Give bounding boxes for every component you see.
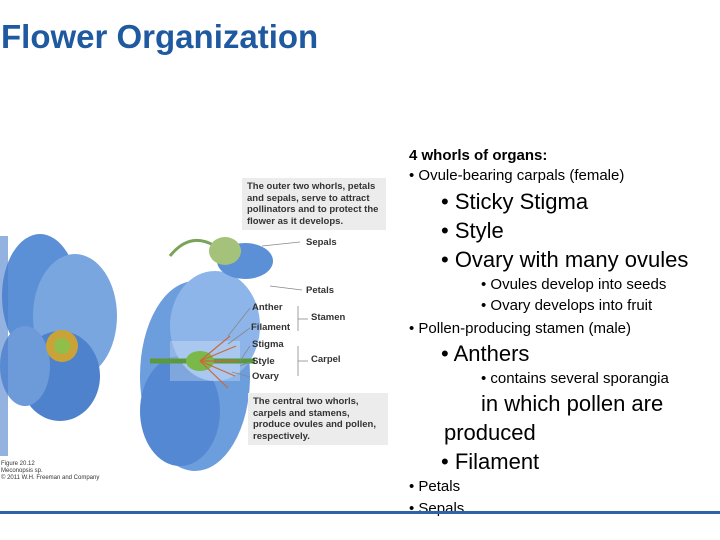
- bullet-carpals: • Ovule-bearing carpals (female): [409, 167, 625, 184]
- bullet-sporangia: • contains several sporangia: [481, 370, 669, 387]
- label-petals: Petals: [306, 285, 334, 296]
- bullet-stamen: • Pollen-producing stamen (male): [409, 320, 632, 337]
- bullet-petals: • Petals: [409, 478, 461, 495]
- bullet-ovules-seeds: • Ovules develop into seeds: [481, 276, 667, 293]
- label-filament: Filament: [251, 322, 291, 333]
- label-style: Style: [252, 356, 275, 367]
- label-sepals: Sepals: [306, 237, 337, 248]
- bullet-sporangia-cont: in which pollen are: [481, 391, 664, 416]
- figure-caption: Figure 20.12 Meconopsis sp. © 2011 W.H. …: [1, 461, 100, 481]
- whorls-heading: 4 whorls of organs:: [409, 147, 548, 164]
- flower-illustration: [0, 234, 308, 471]
- flower-bud: [168, 237, 273, 279]
- label-anther: Anther: [252, 302, 283, 313]
- bullet-style: • Style: [441, 218, 504, 243]
- bullet-anthers: • Anthers: [441, 341, 530, 366]
- label-carpel: Carpel: [311, 354, 341, 365]
- bottom-divider: [0, 511, 720, 514]
- label-stamen: Stamen: [311, 312, 346, 323]
- bullet-stigma: • Sticky Stigma: [441, 189, 589, 214]
- bullet-ovary-fruit: • Ovary develops into fruit: [481, 297, 653, 314]
- cutaway-flower: [140, 271, 260, 471]
- label-ovary: Ovary: [252, 371, 279, 382]
- callout-inner-whorls: The central two whorls, carpels and stam…: [248, 393, 388, 445]
- callout-outer-whorls: The outer two whorls, petals and sepals,…: [242, 178, 386, 230]
- front-flower-photo: [0, 234, 117, 456]
- bullet-filament: • Filament: [441, 449, 540, 474]
- flower-figure: The outer two whorls, petals and sepals,…: [0, 176, 400, 486]
- bullet-sporangia-cont2: produced: [444, 420, 536, 445]
- bullet-ovary: • Ovary with many ovules: [441, 247, 689, 272]
- label-stigma: Stigma: [252, 339, 284, 350]
- slide-title: Flower Organization: [1, 18, 319, 55]
- bullet-sepals: • Sepals: [409, 500, 465, 517]
